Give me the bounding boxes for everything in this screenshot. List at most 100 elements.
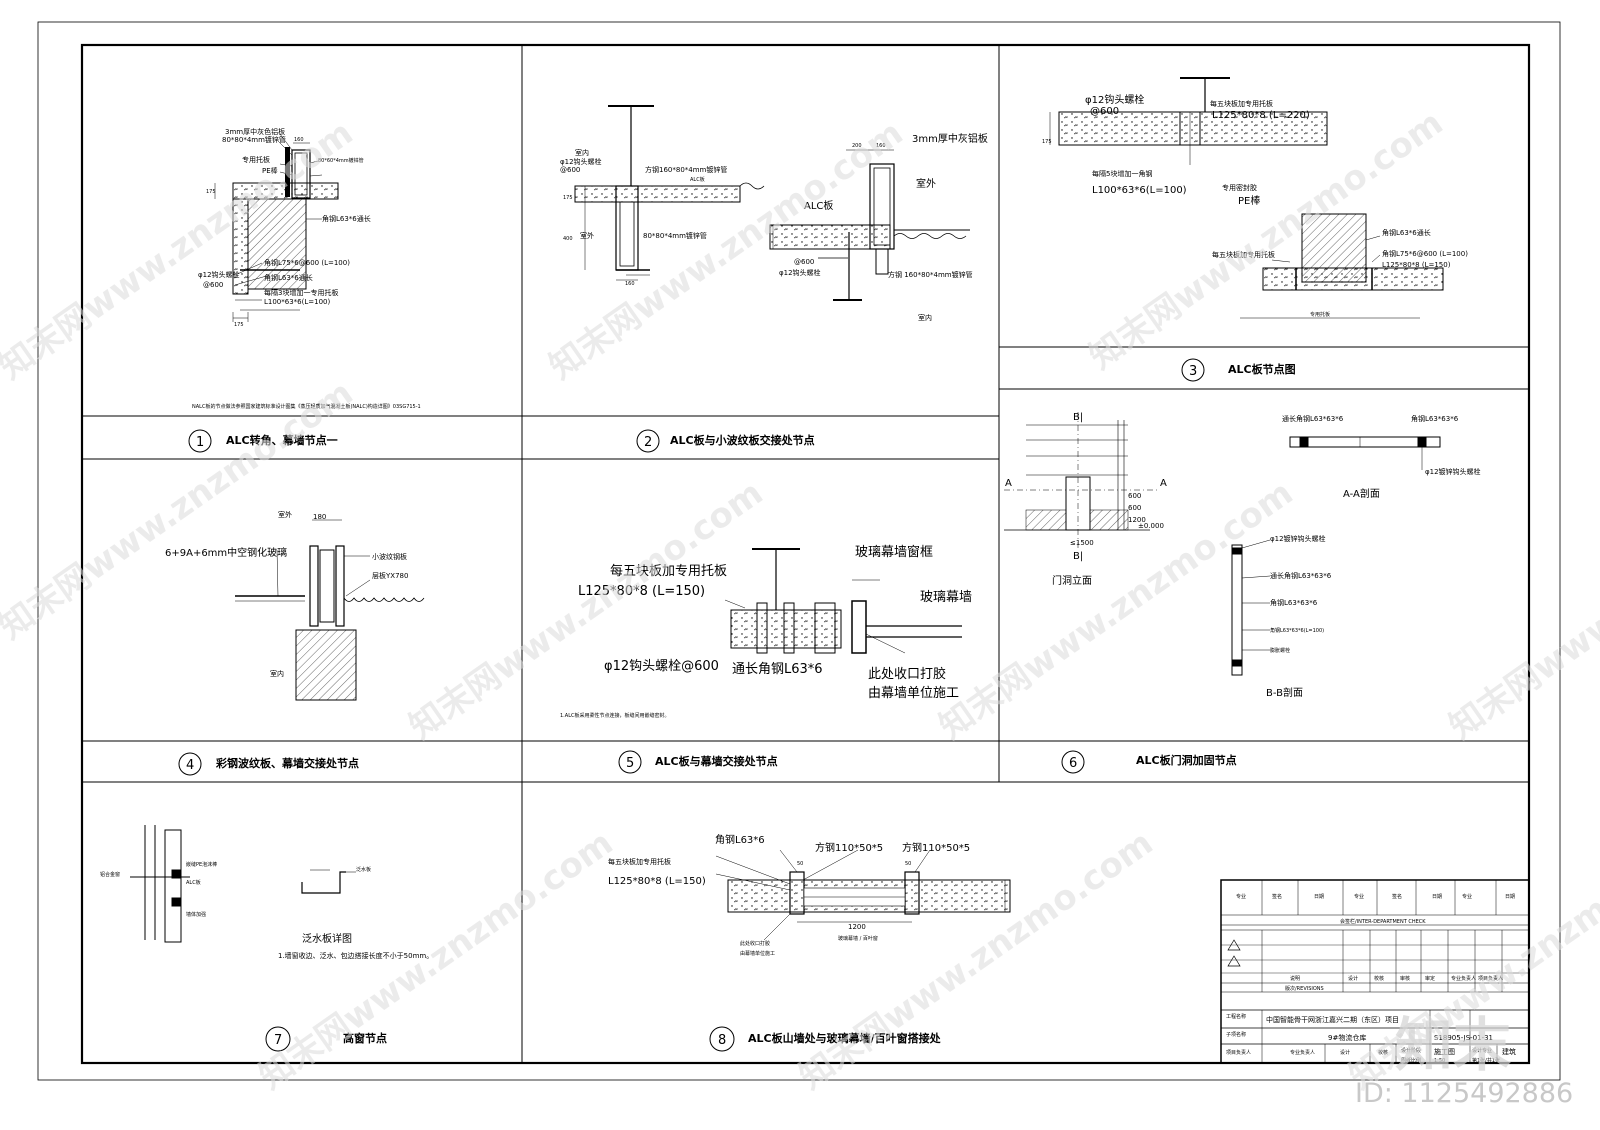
watermark-9: 知末网www.znzmo.com (792, 823, 1160, 1097)
tb-made-lbl: 设计 (1340, 1049, 1350, 1056)
d8-label-tube1: 方钢110*50*5 (815, 841, 883, 854)
caption-5-title: ALC板与幕墙交接处节点 (655, 754, 778, 768)
d8-label-seal1: 此处收口打胶 (740, 940, 770, 947)
caption-1-title: ALC转角、幕墙节点一 (226, 433, 338, 447)
d2-label-600: @600 (560, 166, 580, 174)
title-block (1220, 879, 1530, 1064)
tb-chkd-lbl: 校核 (1378, 1049, 1388, 1056)
d6-dim-600a: 600 (1128, 492, 1141, 500)
tb-h-date: 日期 (1314, 894, 1324, 900)
detail-4-drawing (235, 519, 425, 701)
d6-label-bolt2: φ12镀锌钩头螺栓 (1270, 534, 1326, 543)
d2-dim-400: 400 (563, 236, 573, 242)
outer-border (37, 21, 1561, 1081)
d5-label-seal1: 此处收口打胶 (868, 666, 946, 682)
d1-label-bolt: φ12钩头螺栓 (198, 270, 240, 279)
d8-label-angle: 角钢L63*6 (715, 833, 765, 846)
tb-scale-lbl: 图纸比例 (1401, 1057, 1421, 1064)
caption-8-title: ALC板山墙处与玻璃幕墙/百叶窗搭接处 (748, 1031, 942, 1045)
watermark-2: 知末网www.znzmo.com (542, 113, 910, 387)
d8-label-l125: L125*80*8 (L=150) (608, 876, 706, 887)
d7-label-plate: 泛水板详图 (302, 932, 352, 945)
tb-h-spec: 专业 (1236, 893, 1246, 900)
d6-label-angle-t2: 通长角钢L63*63*6 (1270, 571, 1332, 580)
d1-dim-175b: 175 (234, 322, 244, 328)
d2-label-bolt: φ12钩头螺栓 (560, 157, 602, 166)
caption-7-title: 高窗节点 (343, 1031, 387, 1045)
d2-label-alc2: ALC板 (804, 199, 833, 212)
d3-label-bot: 专用托板 (1310, 311, 1330, 318)
d2-label-bolt3: φ12钩头螺栓 (779, 268, 821, 277)
d1-label-angle2: 角钢L63*6通长 (322, 214, 371, 223)
d8-label-louver: 玻璃幕墙 / 百叶窗 (838, 935, 878, 942)
d2-label-alc: ALC板 (690, 176, 705, 183)
d7-label-alc: ALC板 (186, 879, 201, 886)
tb-r-spec: 专业负责人 (1451, 975, 1476, 982)
d8-dim-1200: 1200 (848, 923, 866, 931)
brand-logo-text: 知末 (1395, 1011, 1511, 1079)
d6-label-bb: B-B剖面 (1266, 686, 1303, 699)
d8-label-every5: 每五块板加专用托板 (608, 857, 671, 866)
tb-sheet-val: 第1张/共1张 (1472, 1057, 1500, 1064)
d1-dim-175a: 175 (206, 189, 216, 195)
d6-label-exp: 膨胀螺栓 (1270, 647, 1290, 654)
d1-label-every3: 每隔3块增加一专用托板 (264, 288, 338, 297)
d7-label-pe: 嵌缝PE泡沫棒 (186, 861, 217, 868)
watermark-4: 知末网www.znzmo.com (0, 373, 360, 647)
tb-h-spec3: 专业 (1462, 893, 1472, 900)
d1-note: NALC板的节点做法参照国家建筑标准设计图集《蒸压轻质加气混凝土板(NALC)构… (192, 403, 421, 410)
detail-7-drawing (130, 825, 356, 943)
caption-6-num: 6 (1069, 756, 1077, 771)
tb-cross: 会签栏/INTER-DEPARTMENT CHECK (1340, 918, 1426, 925)
watermark-5: 知末网www.znzmo.com (402, 473, 770, 747)
caption-1-num: 1 (196, 435, 204, 450)
d4-label-indoor: 室内 (270, 669, 284, 678)
d2-label-tube80: 80*80*4mm镀锌管 (643, 231, 707, 240)
d5-label-frame: 玻璃幕墙窗框 (855, 544, 933, 560)
tb-scale-val: 1:50 (1434, 1058, 1445, 1064)
image-id-label: ID: 1125492886 (1355, 1078, 1573, 1109)
d4-label-780: 层板YX780 (372, 571, 408, 580)
detail-6-drawing (1004, 412, 1441, 676)
d8-label-tube2: 方钢110*50*5 (902, 841, 970, 854)
d2-dim-175: 175 (563, 195, 573, 201)
d1-label-pe: PE棒 (262, 166, 278, 175)
d1-label-tube2: 80*60*4mm镀锌管 (318, 157, 364, 164)
caption-5-num: 5 (626, 756, 634, 771)
d6-label-elev: 门洞立面 (1052, 574, 1092, 587)
d1-label-tube: 80*80*4mm镀锌管 (222, 135, 286, 144)
tb-h-date3: 日期 (1505, 894, 1515, 900)
d4-label-outdoor: 室外 (278, 510, 292, 519)
watermark-7: 知末网www.znzmo.com (1442, 473, 1600, 747)
d7-label-flash: 泛水板 (356, 866, 371, 873)
d2-label-3mm: 3mm厚中灰铝板 (912, 132, 988, 145)
inner-border (80, 43, 1531, 1065)
tb-spec2-lbl: 设计专业 (1472, 1047, 1492, 1054)
d2-label-indoor2: 室内 (918, 313, 932, 322)
d6-dim-600b: 600 (1128, 504, 1141, 512)
d3-label-l125b: L125*80*8 (L=150) (1382, 261, 1451, 269)
detail-3-drawing (1049, 77, 1444, 319)
caption-2: 2 ALC板与小波纹板交接处节点 (636, 429, 815, 453)
tb-r-desc: 说明 (1290, 975, 1300, 982)
d6-label-000: ±0.000 (1138, 522, 1164, 530)
d3-label-angle2: 角钢L75*6@600 (L=100) (1382, 249, 1468, 258)
caption-6-title: ALC板门洞加固节点 (1136, 753, 1237, 767)
d6-label-angle3: 角钢L63*63*6(L=100) (1270, 627, 1324, 634)
tb-h-spec2: 专业 (1354, 893, 1364, 900)
d6-label-bolt: φ12镀锌钩头螺栓 (1425, 467, 1481, 476)
caption-4: 4 彩钢波纹板、幕墙交接处节点 (178, 752, 359, 776)
d2-label-outdoor: 室外 (580, 231, 594, 240)
d6-label-angle-t: 通长角钢L63*63*6 (1282, 414, 1344, 423)
d1-label-600: @600 (203, 281, 223, 289)
d6-label-a2: A (1160, 478, 1167, 489)
d4-label-wave: 小波纹钢板 (372, 552, 407, 561)
detail-2-drawing (574, 105, 970, 301)
d1-dim-160: 160 (294, 137, 304, 143)
d3-label-every5b: 每隔5块增加一角钢 (1092, 169, 1152, 178)
d3-label-600: @600 (1090, 106, 1119, 117)
tb-h-name2: 签名 (1392, 893, 1402, 900)
d2-label-tube160b: 方钢 160*80*4mm镀锌管 (888, 270, 973, 279)
tb-h-date2: 日期 (1432, 894, 1442, 900)
